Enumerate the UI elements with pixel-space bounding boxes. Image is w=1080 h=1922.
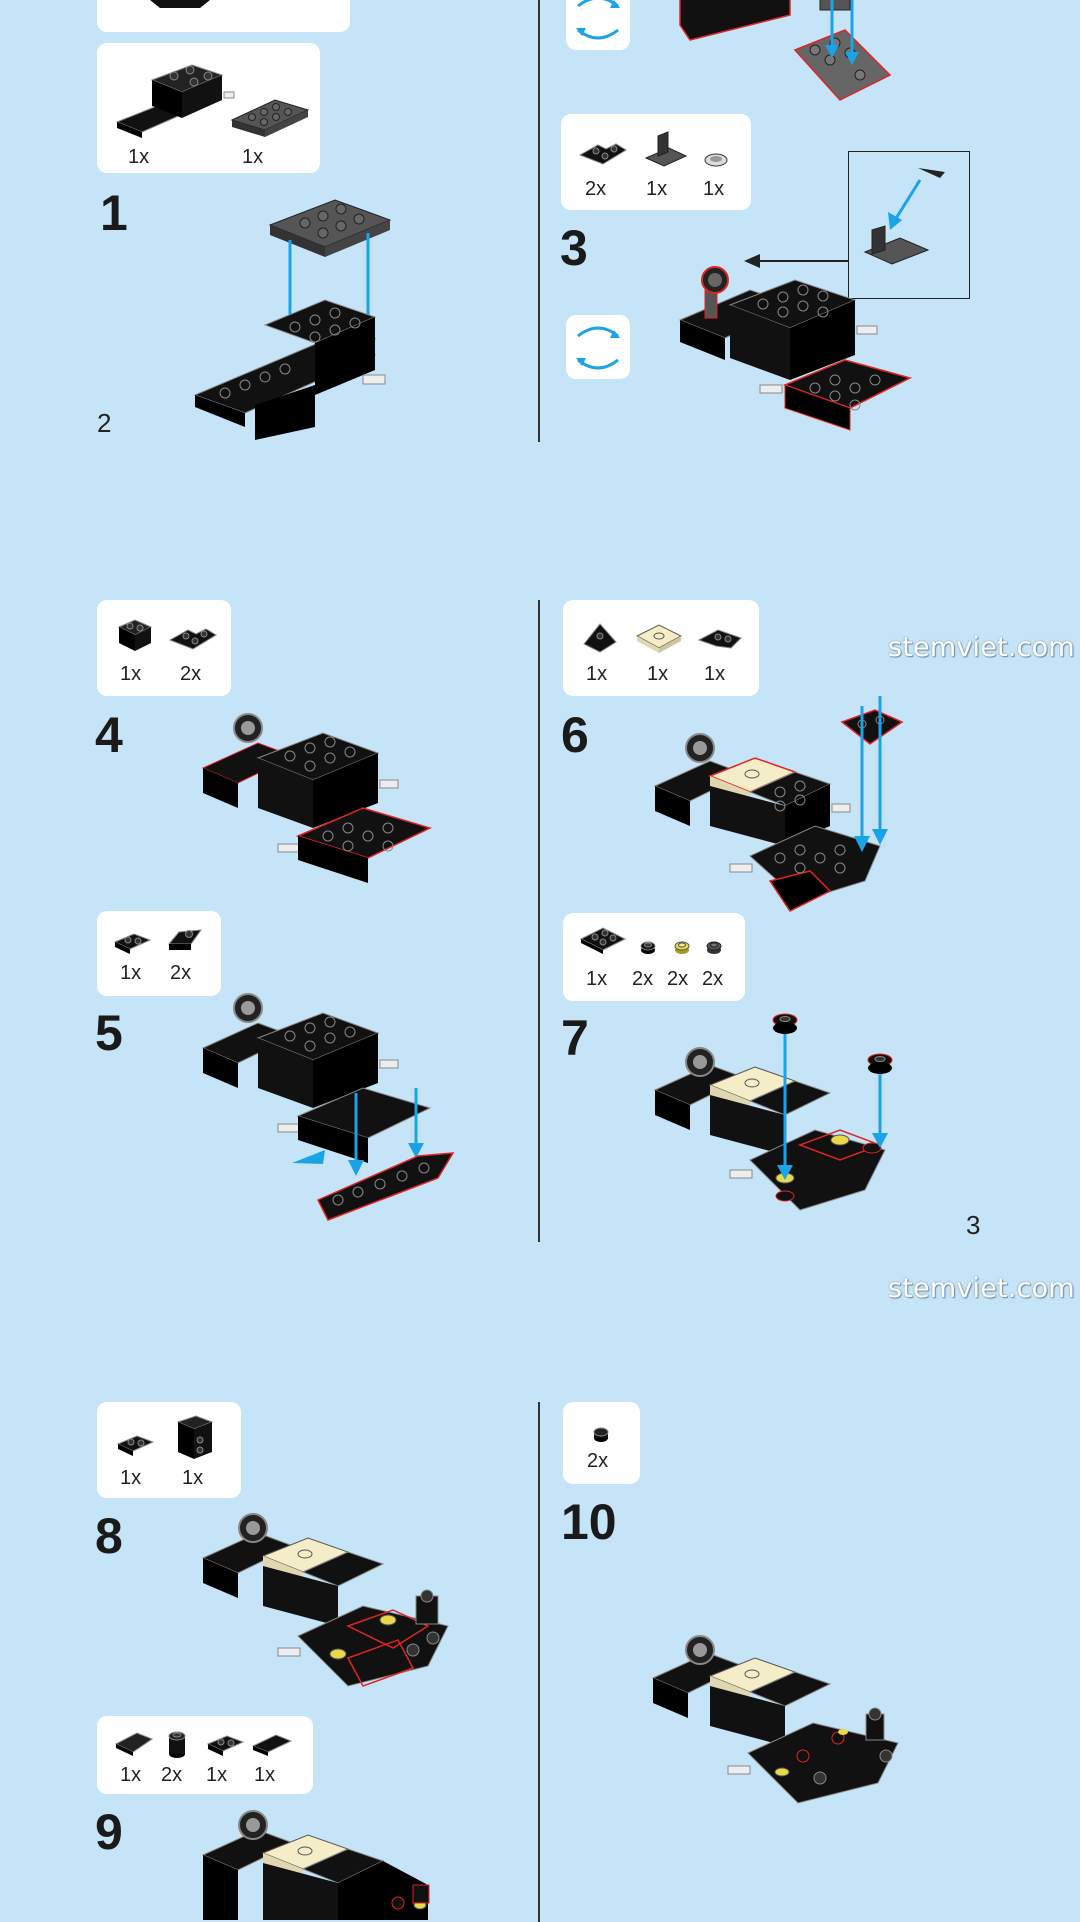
step-number: 6 [561, 707, 589, 763]
rotate-model-icon [576, 326, 620, 370]
step-3-assembly-illustration [678, 266, 913, 431]
brick-with-pin-icon [115, 64, 235, 138]
plate-1x2-icon [206, 1735, 245, 1756]
corner-plate-icon [168, 628, 217, 650]
part-quantity: 2x [587, 1450, 609, 1472]
part-quantity: 1x [128, 146, 150, 168]
part-quantity: 2x [585, 178, 607, 200]
step-8-assembly-illustration [201, 1513, 449, 1687]
prev-step-piece-icon [150, 0, 210, 8]
step-7-assembly-illustration [653, 1013, 893, 1211]
part-quantity: 2x [170, 962, 192, 984]
step-7-parts-box [563, 913, 745, 1001]
part-quantity: 2x [702, 968, 724, 990]
part-quantity: 1x [120, 1467, 142, 1489]
part-quantity: 1x [120, 962, 142, 984]
rotate-model-box-top [566, 0, 630, 50]
brick-1x2-icon [117, 619, 153, 651]
watermark: stemviet.com [888, 632, 1075, 663]
tan-tile-2x2-icon [635, 624, 683, 653]
step-10-parts-box [563, 1402, 640, 1484]
rotate-model-icon [576, 0, 620, 40]
corner-plate-icon [578, 143, 627, 165]
step-number: 1 [100, 185, 128, 241]
step-number: 5 [95, 1005, 123, 1061]
page-number: 3 [966, 1210, 981, 1240]
part-quantity: 1x [703, 178, 725, 200]
part-quantity: 2x [667, 968, 689, 990]
part-quantity: 2x [180, 663, 202, 685]
tile-1x2-icon [251, 1734, 293, 1756]
part-quantity: 1x [206, 1764, 228, 1786]
part-quantity: 1x [586, 968, 608, 990]
curved-plate-icon [697, 629, 742, 649]
callout-box [848, 151, 970, 299]
column-divider [538, 0, 540, 442]
step-1-assembly-illustration [193, 199, 392, 440]
part-quantity: 1x [254, 1764, 276, 1786]
bracket-icon [644, 131, 688, 167]
part-quantity: 1x [242, 146, 264, 168]
prev-assembly-fragment [679, 0, 892, 101]
plate-2x2-icon [579, 927, 627, 954]
jumper-plate-icon [167, 929, 203, 950]
plate-1x2-icon [113, 933, 152, 954]
part-quantity: 1x [647, 663, 669, 685]
part-quantity: 1x [586, 663, 608, 685]
step-number: 7 [561, 1010, 589, 1066]
part-quantity: 1x [120, 1764, 142, 1786]
step-10-assembly-illustration [651, 1635, 899, 1804]
step-4-parts-box [97, 600, 231, 696]
round-plate-yellow-icon [674, 941, 690, 954]
plate-1x2-icon [116, 1435, 155, 1456]
callout-arrow-icon [744, 168, 945, 268]
round-plate-black-icon [640, 941, 656, 954]
part-quantity: 1x [646, 178, 668, 200]
plate-2x4-icon [230, 99, 310, 137]
step-number: 4 [95, 707, 123, 763]
step-number: 10 [561, 1494, 617, 1550]
watermark: stemviet.com [888, 1273, 1075, 1304]
step-4-assembly-illustration [201, 713, 433, 883]
part-quantity: 1x [704, 663, 726, 685]
step-number: 9 [95, 1804, 123, 1860]
step-number: 3 [560, 220, 588, 276]
wedge-plate-icon [583, 623, 617, 653]
step-9-assembly-illustration [201, 1810, 430, 1920]
bracket-2x2-icon [176, 1415, 214, 1459]
part-quantity: 2x [632, 968, 654, 990]
round-brick-icon [168, 1731, 186, 1758]
step-5-parts-box [97, 911, 221, 996]
column-divider [538, 1402, 540, 1922]
round-plate-gray-icon [706, 941, 722, 954]
round-tile-icon [704, 153, 728, 167]
step-5-assembly-illustration [201, 993, 455, 1221]
part-quantity: 1x [182, 1467, 204, 1489]
step-6-assembly-illustration [653, 696, 904, 912]
page-number: 2 [97, 408, 112, 438]
part-quantity: 1x [120, 663, 142, 685]
step-prev-parts-box [97, 0, 350, 32]
round-cone-icon [593, 1427, 609, 1442]
slope-tile-icon [114, 1732, 154, 1756]
step-number: 8 [95, 1508, 123, 1564]
column-divider [538, 600, 540, 1242]
part-quantity: 2x [161, 1764, 183, 1786]
